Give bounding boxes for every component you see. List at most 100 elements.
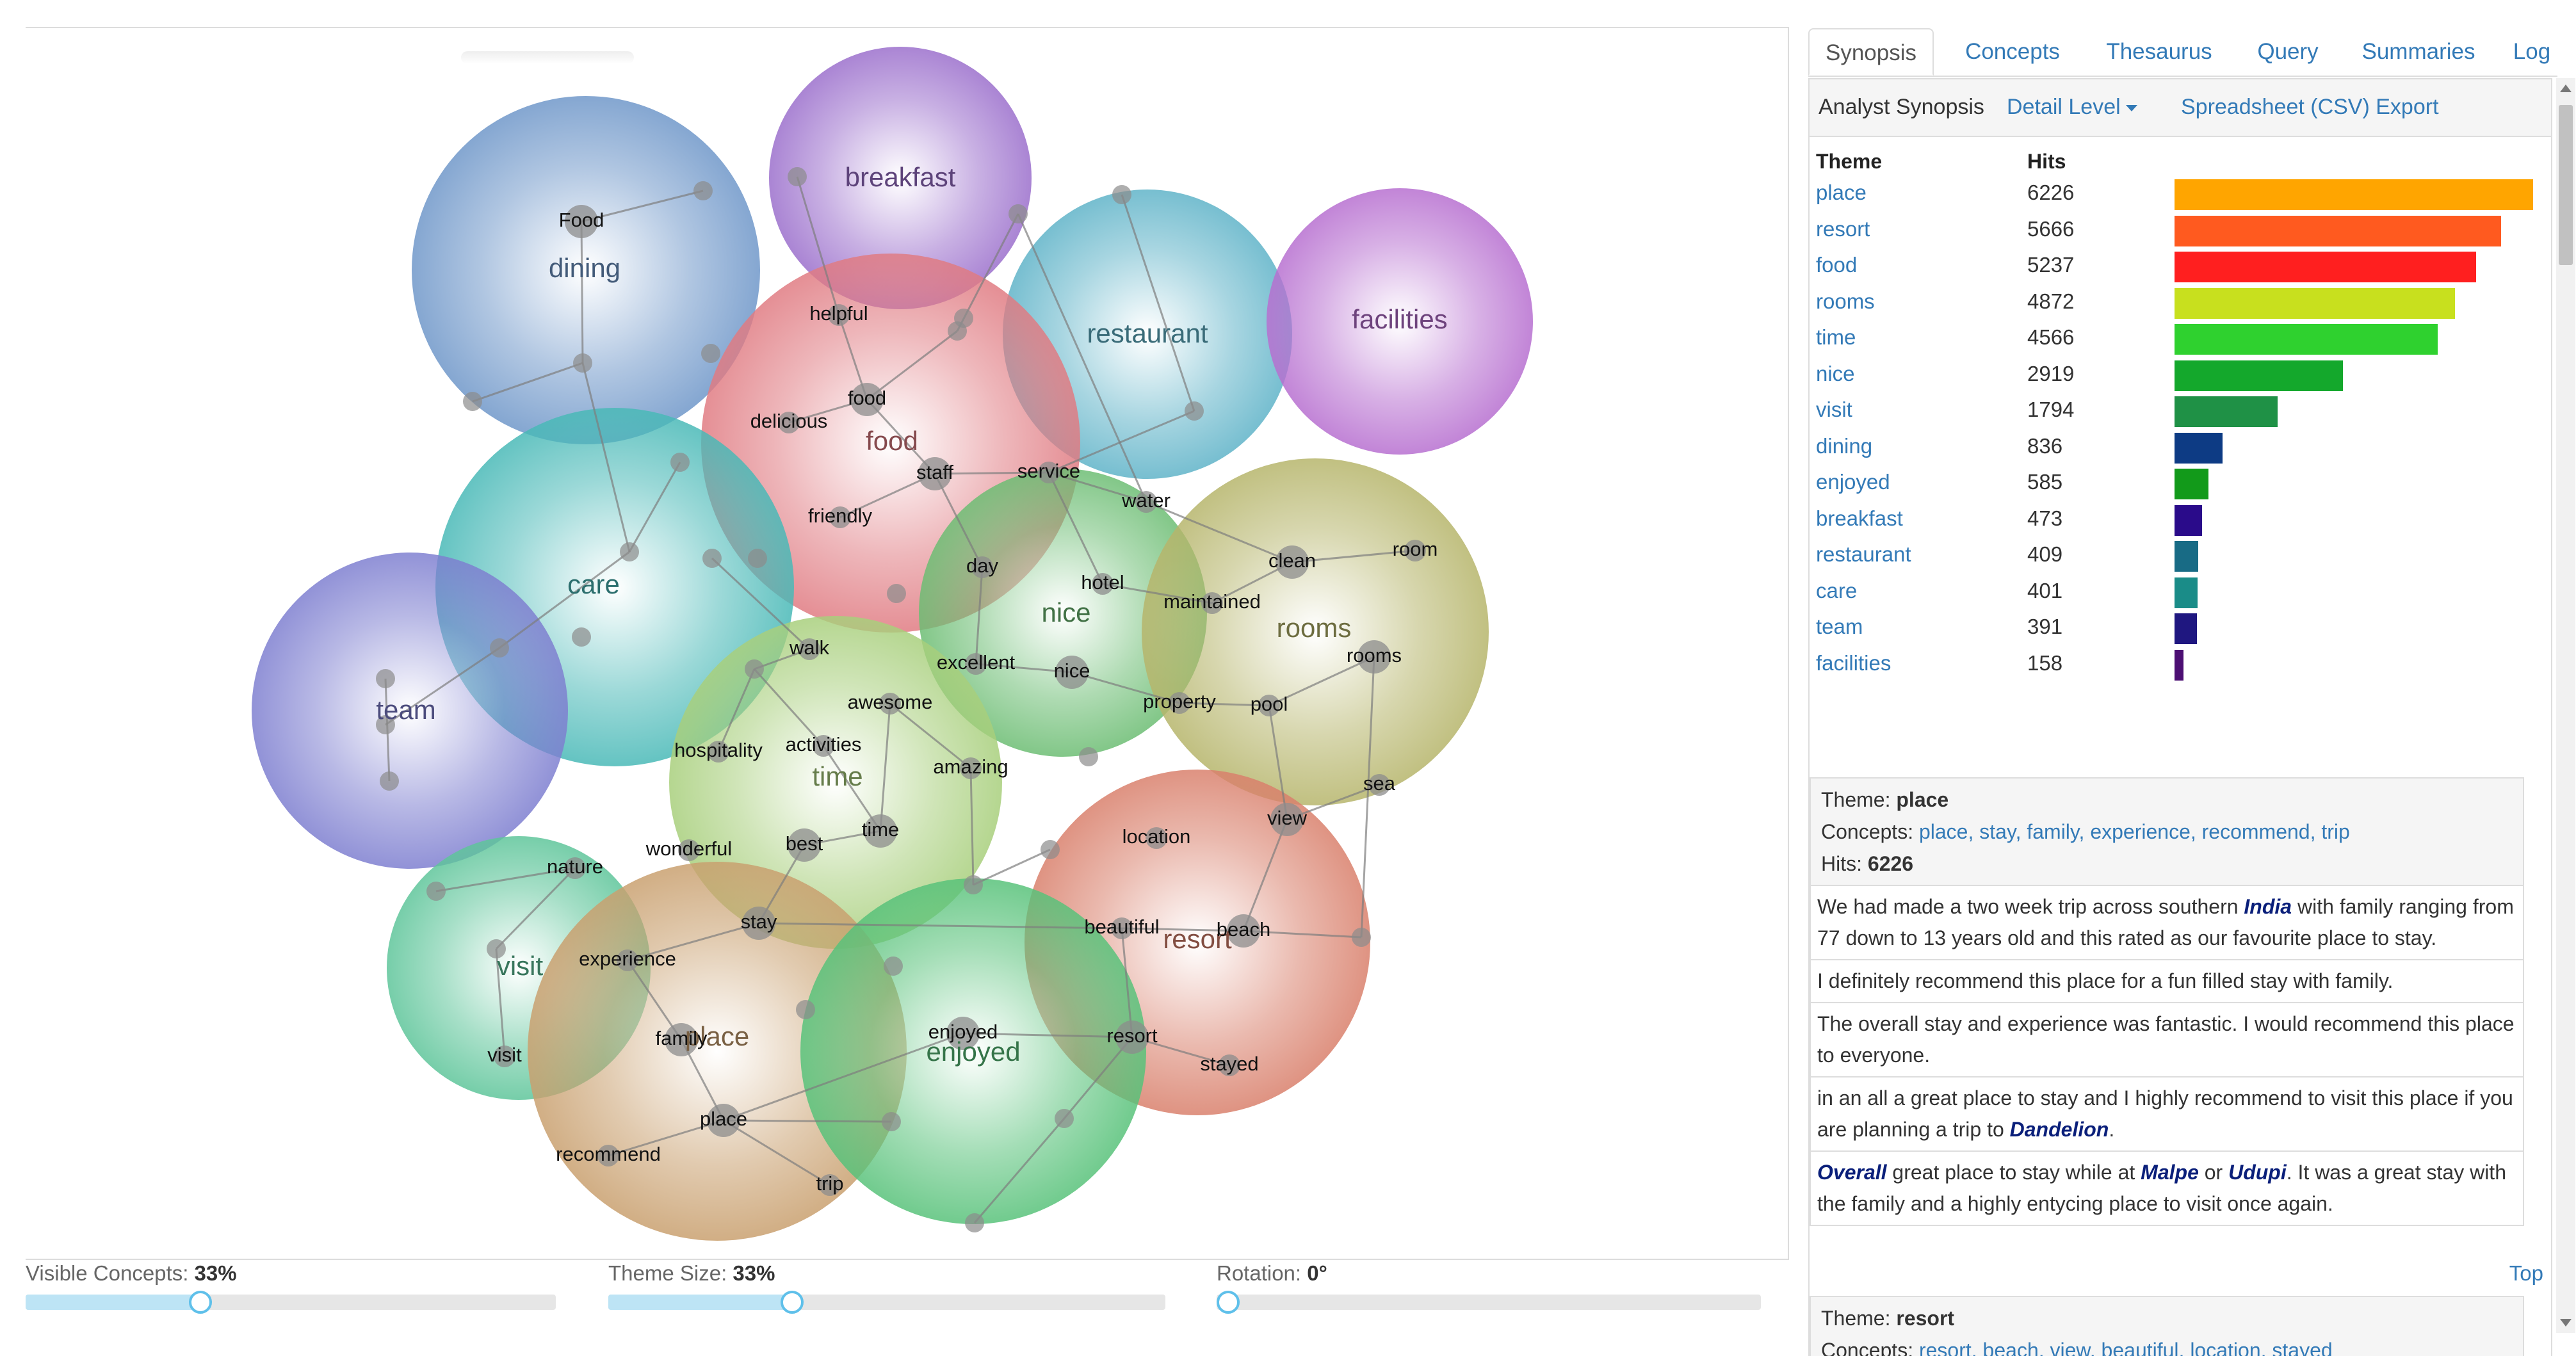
concept-node-time[interactable]	[864, 814, 897, 848]
concept-label[interactable]: time	[862, 818, 900, 841]
concept-label[interactable]: Food	[559, 209, 604, 231]
concept-node[interactable]	[1055, 1109, 1074, 1128]
concept-label[interactable]: excellent	[937, 651, 1016, 674]
vertical-scrollbar[interactable]	[2556, 78, 2575, 1333]
concept-node[interactable]	[463, 392, 482, 411]
concept-node-hospitality[interactable]	[708, 741, 729, 763]
concept-label[interactable]: clean	[1268, 549, 1316, 572]
concept-label[interactable]: water	[1121, 489, 1171, 512]
concept-label[interactable]: service	[1017, 460, 1080, 482]
theme-name-link[interactable]: dining	[1816, 433, 1873, 458]
concept-node-water[interactable]	[1135, 491, 1157, 513]
concept-label[interactable]: view	[1267, 807, 1308, 829]
theme-name-link[interactable]: team	[1816, 615, 1863, 638]
concept-node-stayed[interactable]	[1219, 1054, 1240, 1076]
visible-concepts-track[interactable]	[26, 1291, 556, 1314]
rotation-slider[interactable]: Rotation: 0°	[1217, 1261, 1761, 1314]
tab-log[interactable]: Log	[2513, 39, 2551, 64]
theme-label-rooms[interactable]: rooms	[1277, 613, 1352, 643]
concept-node[interactable]	[1112, 185, 1131, 204]
concept-node-view[interactable]	[1270, 803, 1304, 836]
scroll-down-icon[interactable]	[2560, 1319, 2572, 1327]
theme-name-link[interactable]: place	[1816, 181, 1867, 204]
concept-label[interactable]: activities	[786, 733, 862, 755]
theme-label-breakfast[interactable]: breakfast	[845, 162, 956, 192]
concept-label[interactable]: location	[1122, 825, 1191, 848]
concept-node-visit[interactable]	[494, 1045, 515, 1067]
concept-node-stay[interactable]	[742, 907, 775, 940]
theme-label-resort[interactable]: resort	[1163, 924, 1232, 954]
concept-node-food[interactable]	[850, 383, 884, 416]
concept-label[interactable]: friendly	[808, 504, 872, 527]
concept-node[interactable]	[380, 771, 399, 791]
concept-label[interactable]: property	[1143, 690, 1216, 713]
concept-node-walk[interactable]	[798, 638, 820, 660]
theme-label-dining[interactable]: dining	[549, 253, 620, 283]
concept-node-day[interactable]	[971, 556, 993, 578]
theme-name-link[interactable]: breakfast	[1816, 506, 1903, 530]
concept-node[interactable]	[965, 1213, 984, 1232]
concept-node-beautiful[interactable]	[1111, 917, 1133, 939]
concept-node[interactable]	[490, 638, 509, 658]
concept-label[interactable]: nature	[547, 855, 603, 878]
concept-node-property[interactable]	[1169, 692, 1190, 714]
concept-node-activities[interactable]	[813, 735, 834, 757]
theme-name-link[interactable]: food	[1816, 253, 1858, 277]
theme-name-link[interactable]: care	[1816, 578, 1858, 602]
theme-name-link[interactable]: time	[1816, 325, 1856, 349]
tab-summaries[interactable]: Summaries	[2361, 39, 2475, 64]
concept-node[interactable]	[426, 882, 446, 901]
concept-node-nature[interactable]	[564, 857, 586, 879]
concept-node-resort[interactable]	[1115, 1021, 1149, 1054]
concept-label[interactable]: place	[700, 1108, 747, 1130]
theme-label-care[interactable]: care	[567, 569, 620, 599]
concept-label[interactable]: stayed	[1200, 1053, 1258, 1075]
concept-node[interactable]	[702, 549, 722, 568]
scroll-thumb[interactable]	[2559, 105, 2573, 265]
tab-query[interactable]: Query	[2257, 39, 2319, 64]
concept-node-amazing[interactable]	[960, 757, 982, 779]
concept-node-helpful[interactable]	[828, 304, 850, 326]
concept-node[interactable]	[1041, 840, 1060, 859]
theme-bubble-team[interactable]	[252, 553, 568, 869]
concept-node-delicious[interactable]	[778, 412, 800, 433]
concept-node-service[interactable]	[1038, 462, 1060, 483]
concept-label[interactable]: trip	[816, 1172, 843, 1195]
visible-concepts-slider[interactable]: Visible Concepts: 33%	[26, 1261, 556, 1314]
concept-node-beach[interactable]	[1227, 914, 1260, 948]
concept-node-trip[interactable]	[819, 1174, 841, 1196]
theme-label-food[interactable]: food	[866, 426, 918, 456]
concept-node-rooms[interactable]	[1357, 640, 1391, 674]
concept-node-pool[interactable]	[1258, 695, 1280, 716]
theme-bubble-nice[interactable]	[919, 469, 1207, 757]
concept-node[interactable]	[670, 453, 690, 472]
tab-thesaurus[interactable]: Thesaurus	[2106, 39, 2212, 64]
concept-node-place[interactable]	[707, 1104, 740, 1137]
concept-node[interactable]	[693, 181, 713, 200]
detail-level-dropdown[interactable]: Detail Level	[2007, 95, 2137, 120]
concept-node-enjoyed[interactable]	[946, 1017, 980, 1050]
concept-label[interactable]: resort	[1106, 1024, 1158, 1047]
concept-label[interactable]: maintained	[1163, 590, 1261, 613]
concept-node-experience[interactable]	[617, 949, 638, 971]
concept-label[interactable]: staff	[916, 461, 953, 483]
rotation-track[interactable]	[1217, 1291, 1761, 1314]
concept-node-best[interactable]	[788, 828, 821, 862]
concept-node[interactable]	[954, 309, 973, 328]
concept-label[interactable]: sea	[1363, 772, 1396, 795]
concept-label[interactable]: delicious	[750, 410, 828, 432]
concept-node-sea[interactable]	[1368, 774, 1390, 796]
concept-node[interactable]	[376, 669, 395, 688]
theme-bubble-facilities[interactable]	[1267, 188, 1533, 455]
theme-label-facilities[interactable]: facilities	[1352, 304, 1447, 334]
concept-label[interactable]: pool	[1251, 693, 1288, 715]
theme-label-restaurant[interactable]: restaurant	[1087, 318, 1208, 348]
concept-node[interactable]	[1185, 401, 1204, 421]
tab-synopsis[interactable]: Synopsis	[1808, 28, 1934, 76]
